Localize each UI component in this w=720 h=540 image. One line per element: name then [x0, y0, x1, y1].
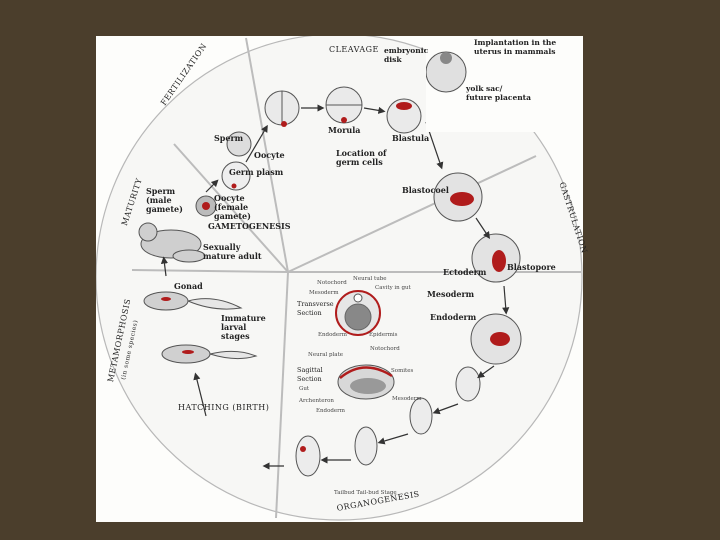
outer-circle [96, 36, 583, 521]
label-coelom: Cavity in gut [375, 285, 411, 291]
label-endoderm: Endoderm [430, 312, 477, 322]
label-gonad: Gonad [174, 281, 203, 291]
label-sperm-male: Sperm (male gamete) [146, 186, 183, 214]
stage-gametogenesis: GAMETOGENESIS [208, 221, 291, 231]
label-endoderm-small: Endoderm [318, 332, 348, 338]
label-mesoderm2: Mesoderm [392, 396, 422, 402]
sagittal-gut [350, 378, 386, 394]
label-somites: Somites [391, 368, 414, 374]
sagittal-red-line [339, 366, 393, 379]
sperm-egg [226, 131, 252, 157]
implantation-label: Implantation in the uterus in mammals [474, 38, 557, 56]
sector-dividers [131, 37, 581, 519]
label-morula: Morula [328, 125, 361, 135]
label-transverse: Transverse Section [297, 300, 334, 317]
label-archenteron: Archenteron [299, 398, 334, 404]
label-endoderm2: Endoderm [316, 408, 346, 414]
organogenesis-embryos [295, 366, 481, 477]
label-mesoderm-small: Mesoderm [309, 290, 339, 296]
germ-dot [281, 121, 287, 127]
label-blastula: Blastula [392, 133, 430, 143]
stage-cleavage: CLEAVAGE [329, 45, 379, 54]
neural-tube-shape [353, 293, 363, 303]
label-sagittal: Sagittal Section [297, 366, 323, 383]
label-location-germ: Location of germ cells [336, 148, 387, 167]
oocyte-egg [221, 161, 251, 191]
label-germ-plasm: Germ plasm [229, 167, 284, 177]
label-epidermis: Epidermis [369, 332, 398, 338]
label-blastopore: Blastopore [507, 262, 556, 272]
frog-adult [138, 222, 206, 263]
life-cycle-diagram [96, 36, 583, 521]
label-sexually-mature: Sexually mature adult [203, 242, 262, 261]
label-tailbud: Tailbud Tail-bud Stage [334, 490, 397, 496]
label-oocyte: Oocyte [254, 150, 285, 160]
stage-hatching: HATCHING (BIRTH) [178, 403, 270, 412]
implantation-figure [426, 51, 467, 93]
diagram-page: Implantation in the uterus in mammals em… [96, 36, 589, 522]
gut-cavity [344, 303, 372, 331]
mammal-inset: Implantation in the uterus in mammals em… [384, 36, 583, 132]
label-ectoderm: Ectoderm [443, 267, 487, 277]
label-oocyte-female: Oocyte (female gamete) [214, 193, 251, 221]
label-neural-tube: Neural tube [353, 276, 387, 282]
cleavage-embryos [264, 86, 422, 134]
embryonic-disk-label: embryonic disk [384, 46, 429, 64]
yolk-sac-label: yolk sac/ future placenta [466, 84, 531, 102]
label-immature-larval: Immature larval stages [221, 313, 266, 341]
label-notochord: Notochord [317, 280, 347, 286]
label-neural-plate: Neural plate [308, 352, 344, 358]
label-gut: Gut [299, 386, 310, 392]
label-blastocoel: Blastocoel [402, 185, 449, 195]
label-sperm: Sperm [214, 133, 244, 143]
label-mesoderm: Mesoderm [427, 289, 475, 299]
label-notochord2: Notochord [370, 346, 400, 352]
